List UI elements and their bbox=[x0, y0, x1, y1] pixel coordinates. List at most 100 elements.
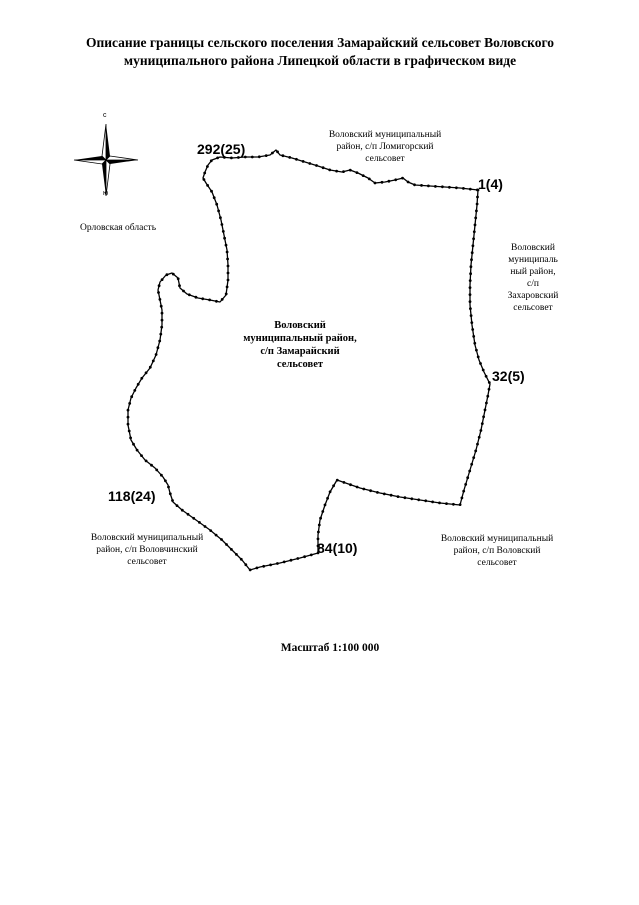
boundary-vertex bbox=[226, 271, 230, 275]
settlement-name-line: с/п Замарайский bbox=[260, 346, 340, 357]
boundary-vertex bbox=[237, 156, 240, 159]
boundary-vertex bbox=[203, 525, 207, 528]
boundary-vertex bbox=[468, 469, 472, 473]
boundary-vertex bbox=[167, 485, 170, 489]
boundary-vertex bbox=[369, 489, 372, 493]
boundary-vertex bbox=[458, 503, 462, 506]
neighbor-label-north: Воловский муниципальный район, с/п Ломиг… bbox=[310, 129, 460, 165]
boundary-vertex bbox=[126, 415, 130, 419]
boundary-vertex bbox=[471, 244, 475, 248]
boundary-vertex bbox=[212, 196, 216, 200]
boundary-vertex bbox=[473, 341, 477, 345]
boundary-vertex bbox=[171, 272, 175, 276]
map-scale-label: Масштаб 1:100 000 bbox=[280, 642, 380, 654]
boundary-vertex bbox=[487, 387, 491, 391]
boundary-vertex bbox=[160, 311, 164, 315]
point-label-1: 1(4) bbox=[478, 176, 503, 192]
boundary-vertex bbox=[220, 298, 224, 301]
boundary-vertex bbox=[401, 176, 404, 180]
boundary-vertex bbox=[427, 184, 430, 188]
boundary-vertex bbox=[380, 180, 384, 184]
boundary-vertex bbox=[159, 304, 163, 308]
boundary-vertex bbox=[389, 493, 393, 497]
boundary-vertex bbox=[230, 156, 233, 160]
boundary-vertex bbox=[472, 230, 476, 234]
boundary-vertex bbox=[471, 328, 475, 331]
boundary-vertex bbox=[473, 223, 477, 227]
boundary-vertex bbox=[128, 402, 132, 405]
neighbor-label-east: Воловский муниципаль ный район, с/п Заха… bbox=[488, 242, 578, 314]
compass-north-letter: с bbox=[103, 112, 107, 119]
boundary-vertex bbox=[476, 195, 479, 199]
boundary-vertex bbox=[243, 155, 247, 159]
point-label-32: 32(5) bbox=[492, 368, 525, 384]
boundary-vertex bbox=[480, 422, 484, 425]
boundary-vertex bbox=[182, 289, 185, 293]
boundary-vertex bbox=[476, 442, 479, 446]
point-label-118: 118(24) bbox=[108, 488, 156, 504]
boundary-vertex bbox=[203, 171, 207, 175]
boundary-vertex bbox=[316, 537, 320, 541]
boundary-vertex bbox=[226, 278, 230, 282]
settlement-name-line: муниципальный район, bbox=[243, 333, 357, 344]
boundary-vertex bbox=[126, 408, 130, 412]
boundary-vertex bbox=[464, 483, 468, 486]
boundary-vertex bbox=[202, 178, 206, 181]
boundary-vertex bbox=[326, 496, 329, 500]
boundary-vertex bbox=[219, 216, 222, 220]
boundary-vertex bbox=[342, 170, 345, 174]
neighbor-label-line: сельсовет bbox=[513, 303, 553, 313]
boundary-vertex bbox=[133, 389, 137, 392]
boundary-vertex bbox=[136, 382, 140, 386]
boundary-vertex bbox=[424, 499, 428, 503]
boundary-vertex bbox=[220, 538, 223, 541]
boundary-vertex bbox=[373, 181, 377, 185]
boundary-vertex bbox=[235, 553, 238, 556]
neighbor-label-line: с/п bbox=[527, 279, 539, 289]
boundary-vertex bbox=[206, 165, 209, 168]
boundary-vertex bbox=[469, 272, 472, 276]
boundary-vertex bbox=[469, 307, 472, 310]
boundary-vertex bbox=[469, 314, 473, 317]
boundary-vertex bbox=[474, 449, 478, 453]
compass-south-letter: ю bbox=[103, 190, 109, 197]
boundary-vertex bbox=[224, 292, 228, 296]
map-title-line-1: Описание границы сельского поселения Зам… bbox=[85, 35, 555, 50]
boundary-vertex bbox=[209, 159, 213, 163]
boundary-vertex bbox=[230, 548, 233, 551]
boundary-vertex bbox=[328, 168, 332, 172]
boundary-vertex bbox=[328, 490, 332, 494]
boundary-vertex bbox=[470, 321, 474, 324]
boundary-vertex bbox=[477, 435, 481, 439]
neighbor-label-line: ный район, bbox=[510, 267, 556, 277]
boundary-vertex bbox=[126, 422, 130, 426]
neighbor-label-line: Орловская область bbox=[79, 223, 157, 233]
settlement-name-label: Воловский муниципальный район, с/п Замар… bbox=[230, 319, 370, 371]
boundary-vertex bbox=[382, 492, 386, 496]
boundary-vertex bbox=[215, 299, 218, 303]
boundary-vertex bbox=[474, 216, 478, 220]
boundary-vertex bbox=[192, 516, 196, 520]
boundary-vertex bbox=[176, 277, 180, 281]
boundary-vertex bbox=[130, 395, 134, 399]
boundary-vertex bbox=[206, 184, 210, 187]
neighbor-label-line: Захаровский bbox=[507, 291, 559, 301]
boundary-vertex bbox=[455, 186, 458, 190]
boundary-vertex bbox=[484, 374, 488, 378]
map-title-line-2: муниципального района Липецкой области в… bbox=[123, 53, 517, 68]
boundary-vertex bbox=[248, 568, 252, 572]
boundary-vertex bbox=[257, 155, 261, 159]
neighbor-label-line: сельсовет bbox=[127, 557, 167, 567]
boundary-vertex bbox=[482, 415, 485, 419]
neighbor-label-line: Воловский муниципальный bbox=[90, 533, 204, 543]
boundary-vertex bbox=[472, 237, 475, 241]
boundary-vertex bbox=[296, 557, 300, 560]
boundary-vertex bbox=[448, 185, 451, 189]
boundary-vertex bbox=[479, 362, 482, 365]
boundary-vertex bbox=[470, 258, 473, 262]
boundary-vertex bbox=[468, 279, 472, 282]
boundary-vertex bbox=[210, 189, 213, 193]
boundary-vertex bbox=[226, 264, 230, 268]
boundary-vertex bbox=[160, 318, 164, 322]
boundary-vertex bbox=[140, 376, 144, 380]
